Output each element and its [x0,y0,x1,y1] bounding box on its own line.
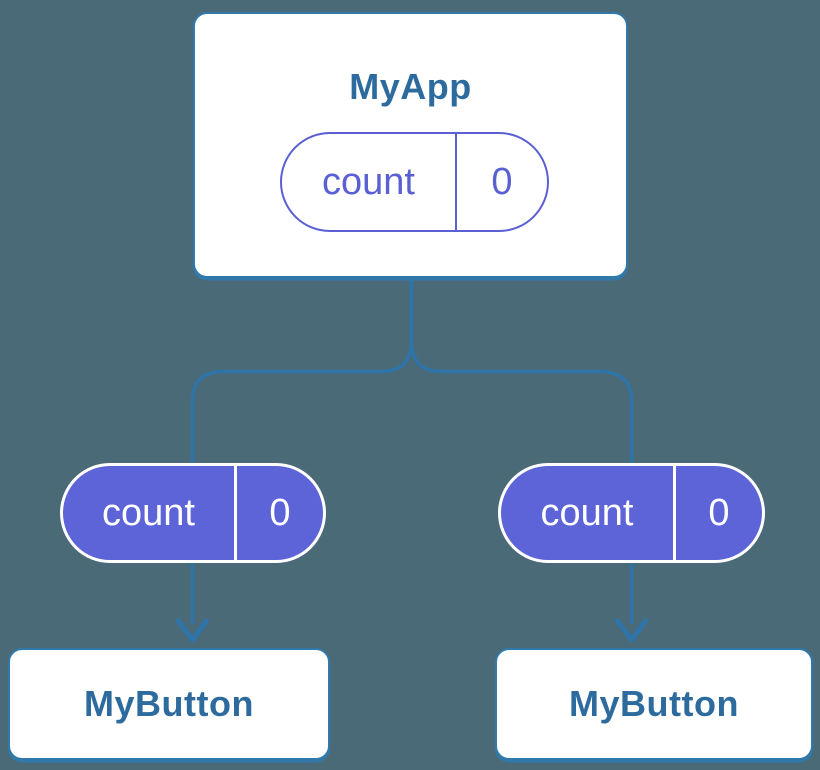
state-pill-right: count 0 [498,463,765,563]
state-key: count [322,161,415,203]
component-node-mybutton-left: MyButton [8,648,330,760]
node-title: MyApp [349,66,472,107]
state-value: 0 [491,161,513,203]
state-value: 0 [708,492,730,534]
component-node-mybutton-right: MyButton [495,648,813,760]
state-key: count [102,492,195,534]
arrow-down-icon [176,618,209,643]
state-key: count [540,492,634,534]
node-title: MyButton [84,683,254,724]
state-value: 0 [269,492,291,534]
connector-right-branch [409,276,634,624]
pill-divider [673,466,676,560]
state-pill-left: count 0 [60,463,326,563]
pill-divider [234,466,237,560]
connector-left-branch [190,276,414,624]
arrow-down-icon [615,618,648,643]
component-node-myapp: MyApp count 0 [193,12,628,278]
state-pill-root: count 0 [280,132,549,232]
pill-divider [455,134,457,230]
node-title: MyButton [569,683,739,724]
